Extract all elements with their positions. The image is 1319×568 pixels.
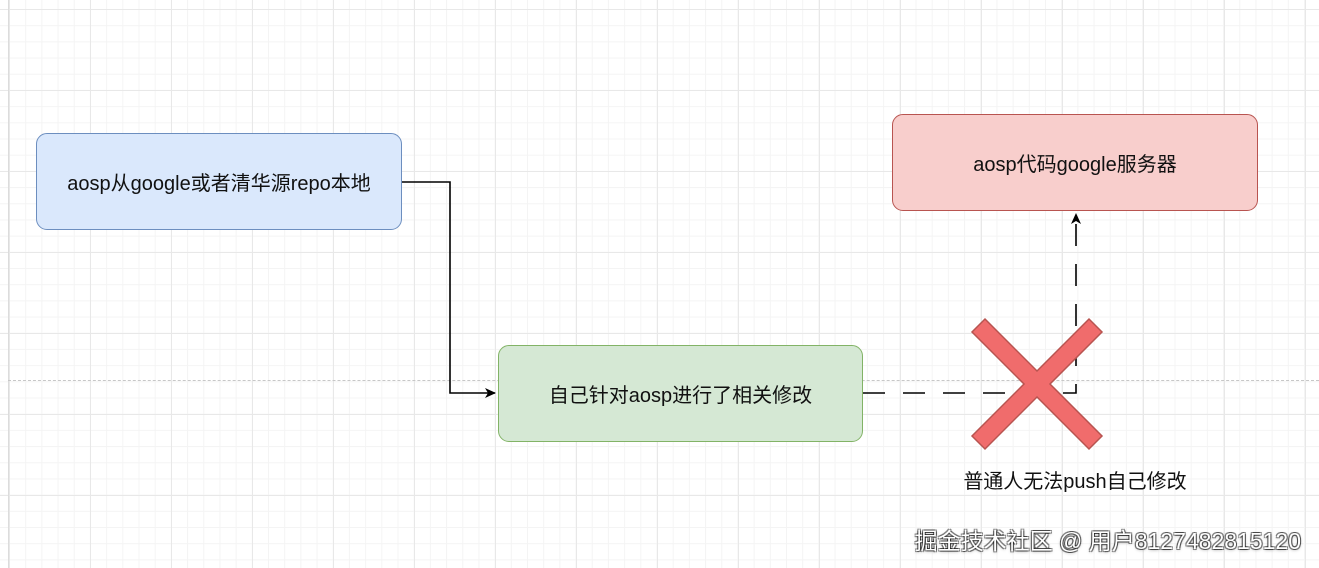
node-aosp-source[interactable]: aosp从google或者清华源repo本地	[36, 133, 402, 230]
node-aosp-source-label: aosp从google或者清华源repo本地	[67, 173, 371, 195]
canvas-left-edge	[8, 0, 9, 568]
node-local-changes-label: 自己针对aosp进行了相关修改	[548, 385, 813, 407]
watermark-text: 掘金技术社区 @ 用户8127482815120	[914, 528, 1301, 554]
node-local-changes[interactable]: 自己针对aosp进行了相关修改	[498, 345, 863, 442]
cross-icon[interactable]	[970, 317, 1104, 451]
node-google-server-label: aosp代码google服务器	[973, 154, 1177, 176]
edge-source-to-local[interactable]	[402, 181, 496, 398]
node-google-server[interactable]: aosp代码google服务器	[892, 114, 1258, 211]
edge-local-to-server[interactable]	[863, 213, 1081, 394]
blocked-push-label: 普通人无法push自己修改	[963, 471, 1187, 493]
